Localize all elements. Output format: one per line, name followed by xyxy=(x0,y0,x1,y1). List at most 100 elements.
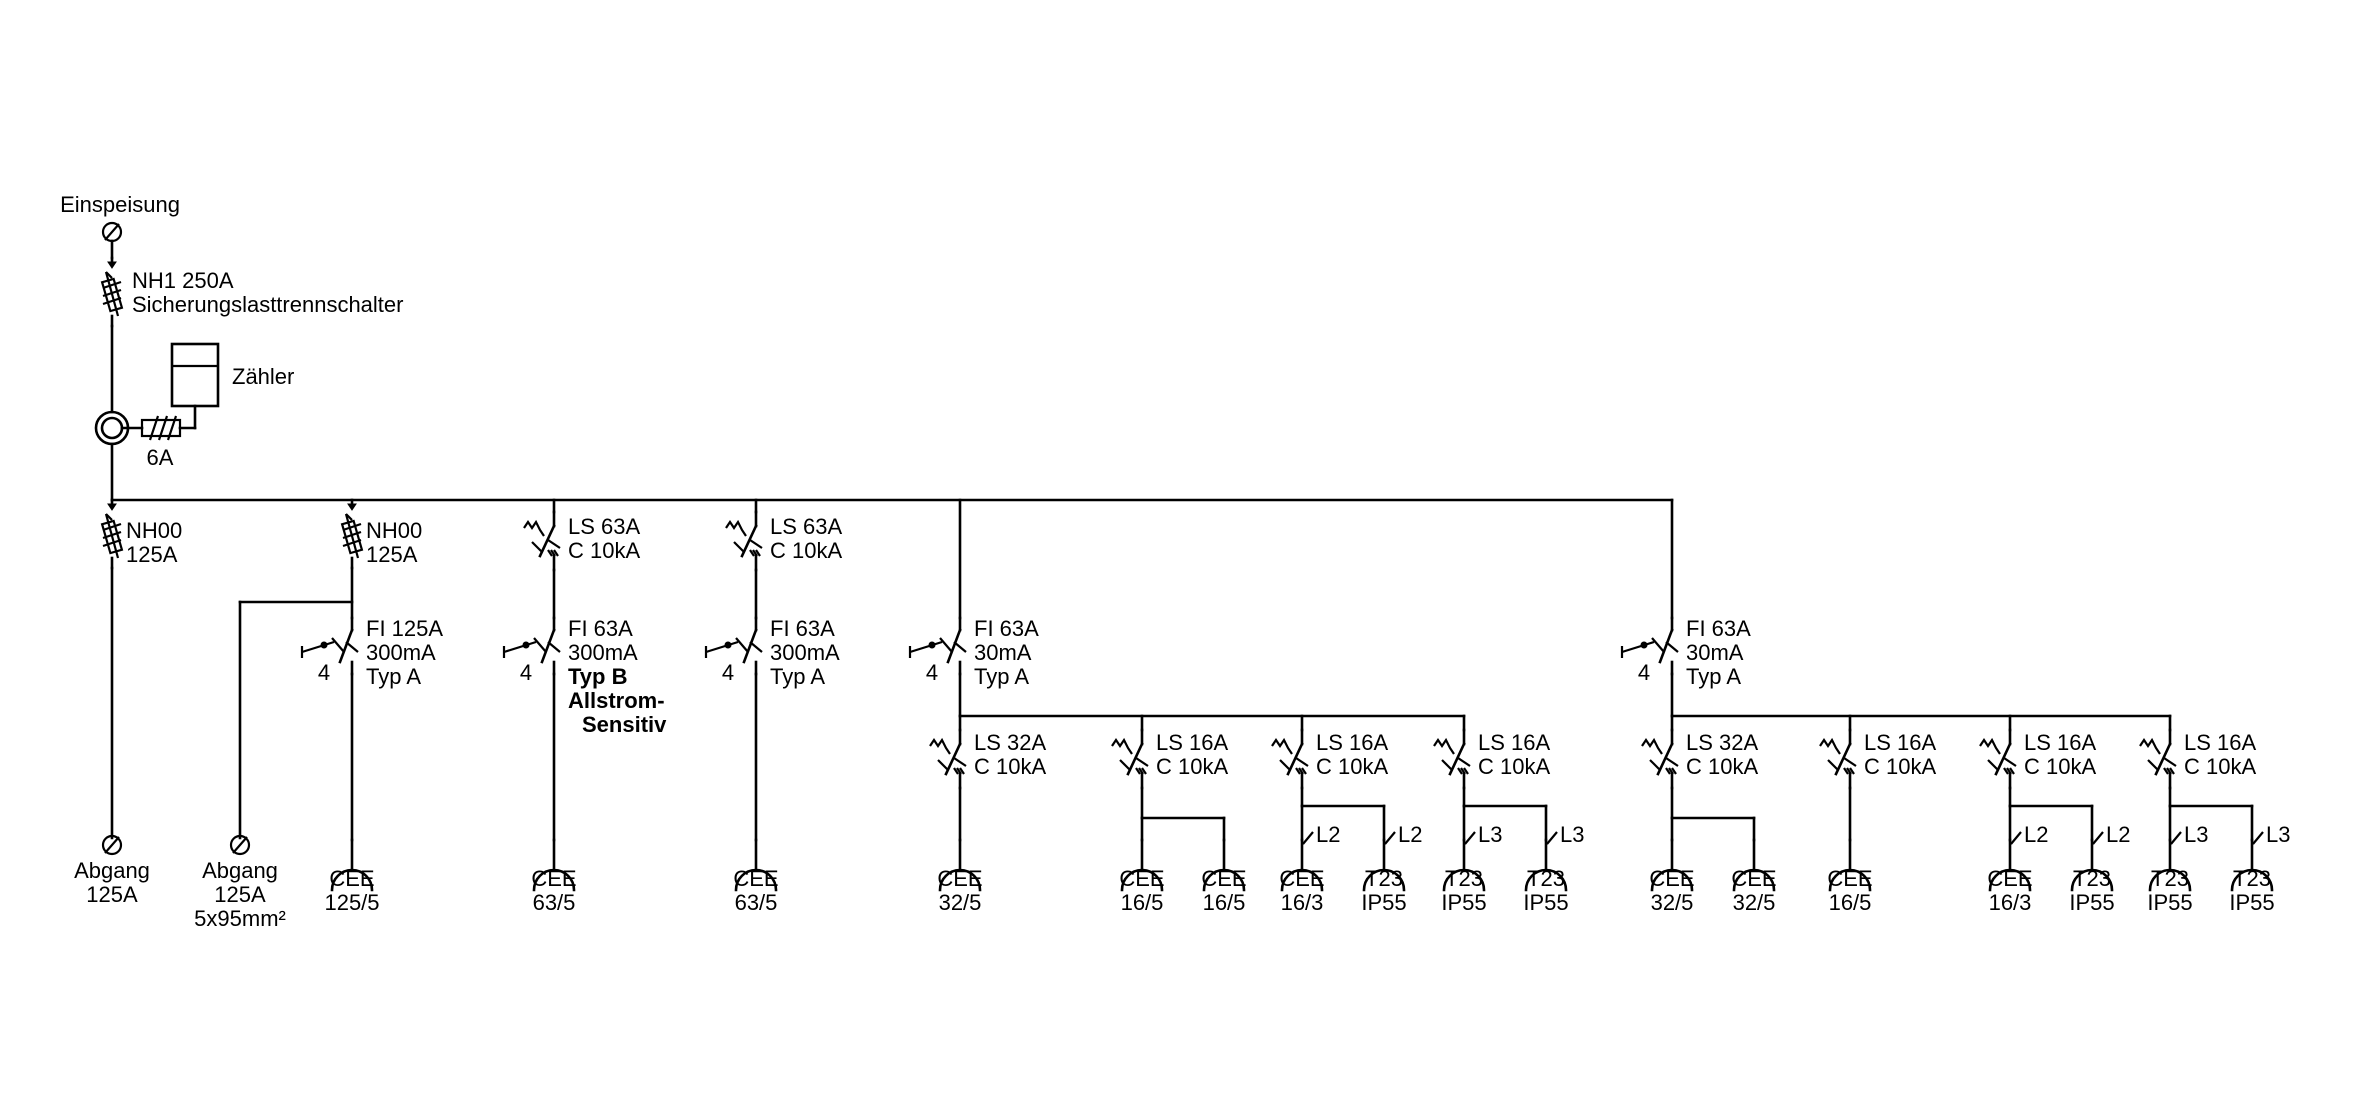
phase-tick xyxy=(1546,831,1558,845)
outlet-label: IP55 xyxy=(2069,890,2114,915)
group-breaker-label: LS 32A xyxy=(974,730,1046,755)
pole-count-label: 4 xyxy=(318,660,330,685)
terminal-slash xyxy=(232,836,248,854)
outlet-label: 32/5 xyxy=(1733,890,1776,915)
pole-hatch xyxy=(1671,767,1677,775)
outlet-label: CEE xyxy=(1201,866,1246,891)
socket-outlet-icon xyxy=(532,838,576,892)
pole-count-label: 4 xyxy=(1638,660,1650,685)
contact xyxy=(540,628,556,664)
contact xyxy=(338,628,354,664)
phase-marker-icon xyxy=(1384,831,1396,845)
rcd-label: FI 125A xyxy=(366,616,443,641)
phase-label: L2 xyxy=(1316,822,1340,847)
pole-hatch xyxy=(1460,767,1466,775)
phase-label: L3 xyxy=(1560,822,1584,847)
trip-mark xyxy=(2003,757,2017,767)
tap-outlet-label: Abgang xyxy=(202,858,278,883)
outlet-label: 63/5 xyxy=(533,890,576,915)
socket-outlet-icon xyxy=(1202,838,1246,892)
phase-label: L2 xyxy=(2024,822,2048,847)
phase-marker-icon xyxy=(1464,831,1476,845)
outlet-label: 16/5 xyxy=(1829,890,1872,915)
trip-mark xyxy=(1665,757,1679,767)
phase-label: L3 xyxy=(1478,822,1502,847)
thermal-trip xyxy=(1641,737,1663,755)
branch-breaker-icon xyxy=(523,510,561,572)
rcd-label: FI 63A xyxy=(770,616,835,641)
branch-rcd-icon xyxy=(300,616,359,676)
main-fuse-label: NH1 250A xyxy=(132,268,234,293)
trip-mark xyxy=(547,641,561,653)
group-rcd-label: FI 63A xyxy=(1686,616,1751,641)
outlet-label: 63/5 xyxy=(735,890,778,915)
operating-link xyxy=(1621,640,1655,654)
fuse-hatch xyxy=(102,288,122,298)
trip-mark xyxy=(2163,757,2177,767)
rcd-label: 300mA xyxy=(770,640,840,665)
contact xyxy=(742,628,758,664)
branch-breaker-label: LS 63A xyxy=(568,514,640,539)
branch-fuse-label: 125A xyxy=(126,542,178,567)
group-rcd-label: FI 63A xyxy=(974,616,1039,641)
socket-arc xyxy=(1524,868,1568,892)
rcd-type-label: Allstrom- xyxy=(568,688,665,713)
socket-outlet-icon xyxy=(1828,838,1872,892)
socket-arc xyxy=(1280,868,1324,892)
outlet-label: 16/5 xyxy=(1121,890,1164,915)
outlet-label: T23 xyxy=(2233,866,2271,891)
group-rcd-icon xyxy=(908,616,967,676)
phase-tick xyxy=(2252,831,2264,845)
outlet-label: CEE xyxy=(1279,866,1324,891)
outlet-label: T23 xyxy=(2073,866,2111,891)
outlet-label: CEE xyxy=(1987,866,2032,891)
thermal-trip xyxy=(1433,737,1455,755)
socket-arc xyxy=(1202,868,1246,892)
socket-arc xyxy=(2230,868,2274,892)
outlet-label: Abgang xyxy=(74,858,150,883)
trip-mark xyxy=(749,539,763,549)
phase-marker-icon xyxy=(2092,831,2104,845)
pole-hatch xyxy=(755,549,761,557)
socket-outlet-icon xyxy=(1988,838,2032,892)
phase-marker-icon xyxy=(2252,831,2264,845)
socket-arc xyxy=(330,868,374,892)
socket-outlet-icon xyxy=(938,838,982,892)
outlet-label: CEE xyxy=(733,866,778,891)
outlet-label: T23 xyxy=(1365,866,1403,891)
thermal-trip xyxy=(1819,737,1841,755)
fuse-body xyxy=(100,519,124,555)
pole-count-label: 4 xyxy=(722,660,734,685)
group-breaker-label: LS 16A xyxy=(1316,730,1388,755)
outlet-label: 16/3 xyxy=(1281,890,1324,915)
group-breaker-icon xyxy=(1271,728,1309,790)
link-joint xyxy=(522,641,530,649)
fuse-hatch xyxy=(102,538,122,548)
outlet-label: IP55 xyxy=(1361,890,1406,915)
socket-outlet-icon xyxy=(1732,838,1776,892)
socket-arc xyxy=(532,868,576,892)
rcd-label: FI 63A xyxy=(568,616,633,641)
phase-tick xyxy=(2010,831,2022,845)
fuse-hatch xyxy=(342,530,362,540)
pole-hatch xyxy=(553,549,559,557)
pole-hatch xyxy=(752,549,758,557)
operating-link xyxy=(1119,759,1131,771)
socket-outlet-icon xyxy=(1120,838,1164,892)
phase-marker-icon xyxy=(1302,831,1314,845)
outlet-label: 16/3 xyxy=(1989,890,2032,915)
operating-link xyxy=(909,640,943,654)
pole-hatch xyxy=(2006,767,2012,775)
outlet-label: 32/5 xyxy=(939,890,982,915)
branch-fuse-label: NH00 xyxy=(366,518,422,543)
outlet-label: IP55 xyxy=(2229,890,2274,915)
link-stub xyxy=(331,637,345,653)
operating-link xyxy=(733,541,745,553)
link-stub xyxy=(939,637,953,653)
outlet-terminal-icon xyxy=(101,834,123,856)
branch-fuse-switch-icon xyxy=(340,498,364,570)
group-breaker-label: LS 32A xyxy=(1686,730,1758,755)
fuse-body xyxy=(340,519,364,555)
fuse-hatch xyxy=(342,538,362,548)
socket-arc xyxy=(734,868,778,892)
